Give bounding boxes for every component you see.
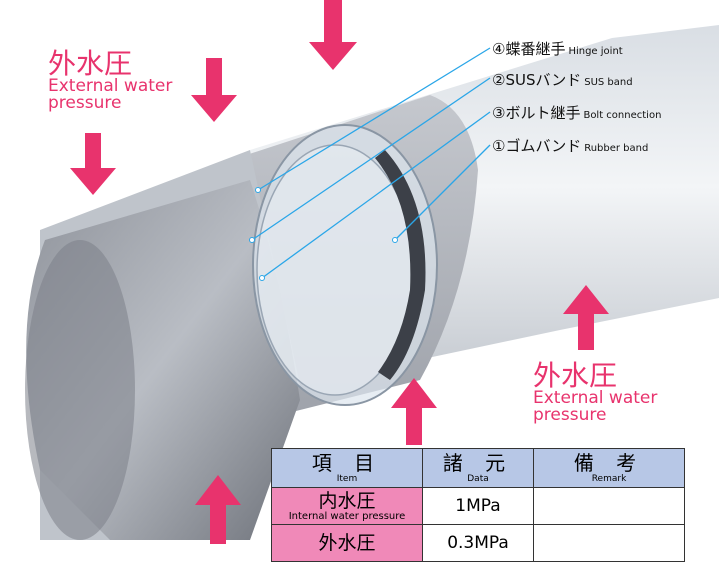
callout-sus-jp: ②SUSバンド	[492, 71, 582, 89]
external-pressure-en-1: External water	[48, 76, 173, 96]
pipe-opening	[25, 240, 135, 540]
header-remark-en: Remark	[591, 474, 627, 484]
callout-hinge-en: Hinge joint	[568, 46, 623, 57]
arrow-right-up	[563, 285, 609, 350]
arrow-top-center	[309, 0, 357, 70]
callout-bolt-jp: ③ボルト継手	[492, 104, 581, 122]
header-item-jp: 項 目	[311, 451, 383, 475]
pipe-illustration	[25, 0, 719, 544]
callout-lines	[251, 47, 491, 279]
external-pressure-jp: 外水圧	[533, 359, 618, 392]
spec-table: 項 目 Item 諸 元 Data 備 考 Remark 内水圧 Interna…	[271, 448, 685, 562]
header-item: 項 目 Item	[271, 448, 423, 488]
external-pressure-label-right: 外水圧 External water pressure	[533, 362, 657, 424]
callout-bolt-en: Bolt connection	[583, 110, 662, 121]
pressure-arrows	[70, 0, 609, 544]
callout-rubber-en: Rubber band	[584, 143, 649, 154]
arrow-bottom-center	[391, 378, 437, 445]
external-pressure-label-top: 外水圧 External water pressure	[48, 50, 172, 112]
row-item: 内水圧 Internal water pressure	[271, 487, 423, 525]
external-pressure-en-1: External water	[533, 388, 658, 408]
rubber-band	[375, 150, 426, 380]
arrow-left	[70, 133, 116, 195]
callout-rubber-jp: ①ゴムバンド	[492, 137, 582, 155]
row-item-jp: 内水圧	[318, 489, 376, 512]
callout-line-bolt	[261, 111, 491, 279]
row-item-en: Internal water pressure	[288, 510, 406, 522]
row-value: 1MPa	[422, 487, 534, 525]
header-item-en: Item	[336, 474, 358, 484]
callout-line-sus	[251, 77, 491, 241]
header-data-en: Data	[467, 474, 489, 484]
external-pressure-en-2: pressure	[48, 93, 122, 113]
row-remark	[533, 487, 685, 525]
spec-table-header: 項 目 Item 諸 元 Data 備 考 Remark	[271, 448, 685, 488]
header-data: 諸 元 Data	[422, 448, 534, 488]
header-remark-jp: 備 考	[573, 451, 645, 475]
header-data-jp: 諸 元	[442, 451, 514, 475]
header-remark: 備 考 Remark	[533, 448, 685, 488]
row-item-jp: 外水圧	[318, 532, 376, 554]
callout-line-rubber	[394, 144, 491, 241]
external-pressure-jp: 外水圧	[48, 47, 133, 80]
table-row: 外水圧 0.3MPa	[271, 524, 685, 562]
row-item: 外水圧	[271, 524, 423, 562]
callout-hinge-jp: ④蝶番継手	[492, 40, 566, 58]
arrow-bottom-left	[195, 475, 241, 544]
external-pressure-en-2: pressure	[533, 405, 607, 425]
callout-dots	[249, 187, 398, 281]
callout-sus-en: SUS band	[584, 77, 633, 88]
table-row: 内水圧 Internal water pressure 1MPa	[271, 487, 685, 525]
arrow-top-left	[191, 58, 237, 122]
callout-line-hinge	[257, 47, 491, 191]
row-remark	[533, 524, 685, 562]
row-value: 0.3MPa	[422, 524, 534, 562]
